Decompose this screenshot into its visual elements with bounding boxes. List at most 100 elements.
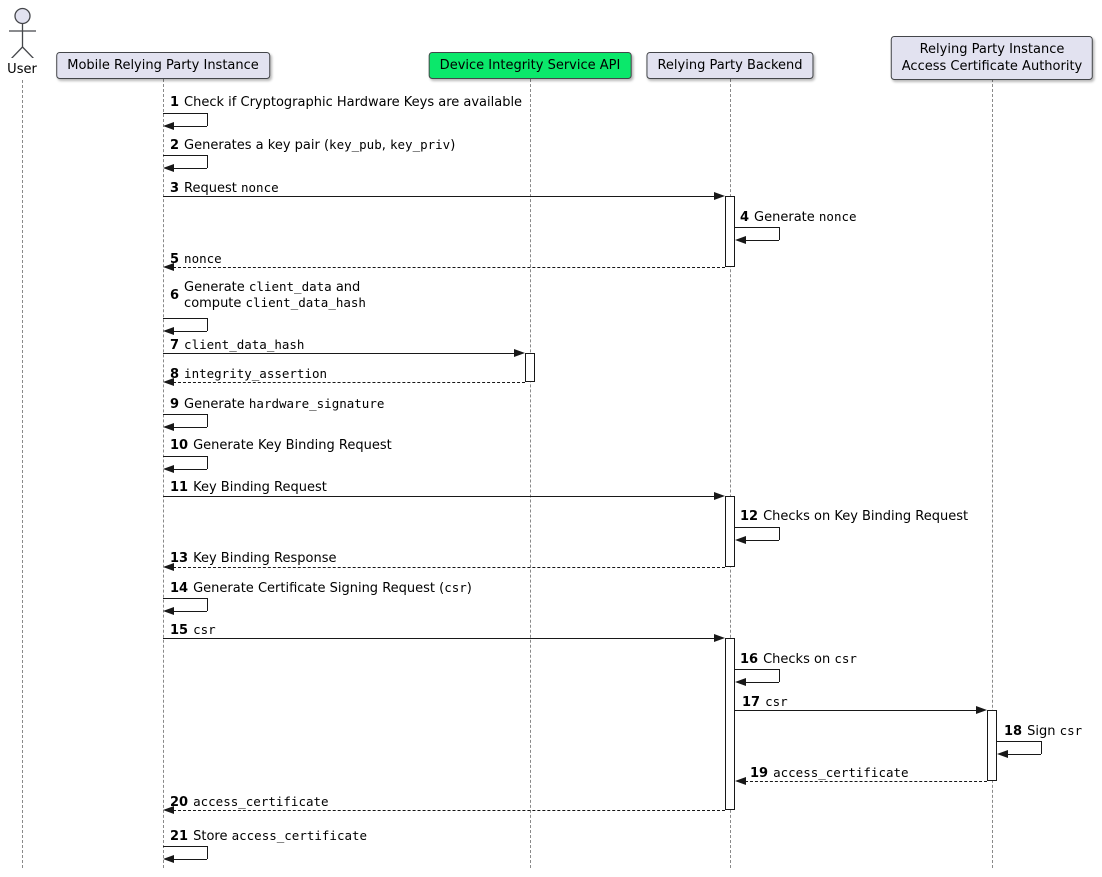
message-text: , (381, 138, 390, 153)
message-line (745, 540, 779, 541)
message-line (163, 414, 207, 415)
message-line (207, 414, 208, 427)
message-number: 8 (170, 366, 180, 382)
participant-label: Relying Party Instance (919, 42, 1065, 57)
activation-bar-relying-party-instance-access-certificate-authority (987, 710, 997, 781)
participant-relying-party-backend[interactable]: Relying Party Backend (646, 52, 814, 79)
message-line (163, 353, 515, 354)
message-line (779, 527, 780, 540)
message-line (163, 456, 207, 457)
user-actor-icon (9, 7, 36, 58)
lifeline-relying-party-backend (730, 79, 731, 868)
message-line (163, 113, 207, 114)
activation-bar-relying-party-backend (725, 196, 735, 267)
participant-label: Device Integrity Service API (439, 58, 621, 73)
arrowhead-icon (514, 349, 525, 357)
participant-label: Relying Party Backend (657, 58, 803, 73)
message-text-mono: client_data_hash (245, 295, 366, 310)
message-line (163, 196, 715, 197)
arrowhead-icon (163, 855, 174, 863)
arrowhead-icon (163, 423, 174, 431)
message-line (735, 227, 779, 228)
message-line (207, 846, 208, 859)
message-text-mono: nonce (184, 251, 222, 266)
message-text: and (331, 280, 361, 295)
message-label-21: 21 Store access_certificate (170, 828, 367, 844)
message-line (173, 611, 207, 612)
message-text: ) (466, 581, 472, 596)
message-text-mono: client_data_hash (184, 337, 305, 352)
arrowhead-icon (163, 806, 174, 814)
message-line (1007, 754, 1041, 755)
message-number: 17 (742, 694, 761, 710)
message-number: 10 (170, 438, 189, 453)
message-line (163, 846, 207, 847)
message-label-10: 10 Generate Key Binding Request (170, 438, 392, 453)
message-text-mono: hardware_signature (248, 396, 385, 411)
message-text-mono: nonce (818, 209, 857, 224)
message-number: 2 (170, 137, 180, 153)
message-text-mono: access_certificate (193, 794, 329, 809)
arrowhead-icon (735, 777, 746, 785)
message-text-mono: csr (834, 651, 857, 666)
message-number: 14 (170, 580, 189, 596)
message-text-mono: nonce (241, 180, 279, 195)
arrowhead-icon (735, 236, 746, 244)
message-text: Generate Key Binding Request (193, 438, 392, 453)
message-text-mono: access_certificate (773, 765, 909, 780)
arrowhead-icon (163, 465, 174, 473)
message-line (163, 598, 207, 599)
participant-label: Access Certificate Authority (901, 59, 1083, 74)
message-number: 20 (170, 794, 189, 810)
message-text: Checks on Key Binding Request (763, 509, 969, 524)
message-line (207, 318, 208, 331)
message-number: 5 (170, 251, 180, 267)
message-line (207, 113, 208, 126)
message-line (173, 567, 725, 568)
message-number: 7 (170, 337, 180, 353)
message-text-mono: access_certificate (231, 828, 368, 843)
participant-mobile-relying-party-instance[interactable]: Mobile Relying Party Instance (56, 52, 270, 79)
message-text: ) (450, 138, 456, 153)
arrowhead-icon (163, 327, 174, 335)
arrowhead-icon (163, 263, 174, 271)
message-line (163, 155, 207, 156)
participant-device-integrity-service-api[interactable]: Device Integrity Service API (428, 52, 632, 79)
message-line (173, 427, 207, 428)
arrowhead-icon (714, 492, 725, 500)
message-text: Generate (754, 210, 819, 225)
message-number: 6 (170, 287, 180, 303)
message-text: Store (193, 829, 232, 844)
message-text-mono: csr (193, 622, 216, 637)
message-line (735, 527, 779, 528)
arrowhead-icon (735, 536, 746, 544)
message-line (173, 810, 725, 811)
message-text: Generate Certificate Signing Request ( (193, 581, 445, 596)
message-line (207, 155, 208, 168)
arrowhead-icon (163, 607, 174, 615)
message-line (779, 669, 780, 682)
message-label-7: 7 client_data_hash (170, 337, 304, 353)
message-text: Key Binding Response (193, 551, 337, 566)
message-text-mono: csr (444, 580, 467, 595)
message-text-mono: integrity_assertion (184, 366, 328, 381)
message-number: 11 (170, 480, 189, 495)
message-number: 21 (170, 828, 189, 844)
activation-bar-device-integrity-service-api (525, 353, 535, 382)
message-line (745, 240, 779, 241)
activation-bar-relying-party-backend (725, 496, 735, 567)
message-number: 1 (170, 95, 180, 110)
message-line (173, 267, 725, 268)
message-line (173, 126, 207, 127)
